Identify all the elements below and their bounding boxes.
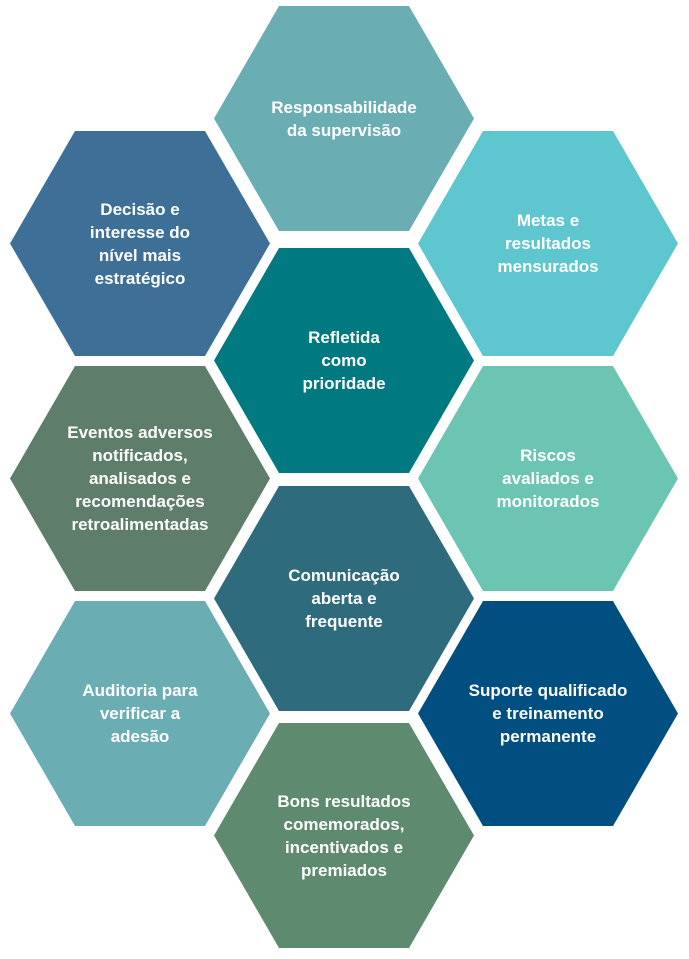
hex-label: Bons resultados comemorados, incentivado… — [277, 791, 411, 880]
hex-responsabilidade: Responsabilidade da supervisão — [214, 6, 474, 231]
hex-label: Eventos adversos notificados, analisados… — [67, 423, 213, 534]
hex-label: Auditoria para verificar a adesão — [82, 681, 198, 746]
hex-auditoria: Auditoria para verificar a adesão — [10, 601, 270, 826]
hex-label: Refletida como prioridade — [302, 328, 386, 393]
hex-refletida: Refletida como prioridade — [214, 248, 474, 473]
hex-suporte: Suporte qualificado e treinamento perman… — [418, 601, 678, 826]
hex-riscos: Riscos avaliados e monitorados — [418, 366, 678, 591]
hex-label: Comunicação aberta e frequente — [288, 566, 400, 631]
hex-label: Suporte qualificado e treinamento perman… — [468, 681, 628, 746]
hex-decisao: Decisão e interesse do nível mais estrat… — [10, 131, 270, 356]
hex-bons: Bons resultados comemorados, incentivado… — [214, 723, 474, 948]
hex-eventos: Eventos adversos notificados, analisados… — [10, 366, 270, 591]
hex-label: Responsabilidade da supervisão — [271, 97, 417, 140]
hex-label: Decisão e interesse do nível mais estrat… — [89, 199, 191, 288]
hex-label: Metas e resultados mensurados — [497, 211, 599, 276]
hex-metas: Metas e resultados mensurados — [418, 131, 678, 356]
hex-label: Riscos avaliados e monitorados — [496, 446, 600, 511]
hex-comunicacao: Comunicação aberta e frequente — [214, 486, 474, 711]
